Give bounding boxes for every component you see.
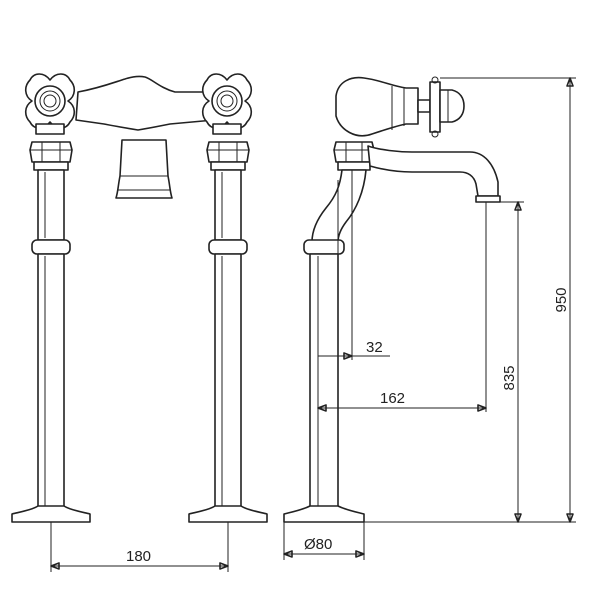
dim-diameter-label: Ø80 [304, 536, 332, 553]
dim-spout-height-label: 835 [501, 365, 518, 390]
dim-reach-label: 162 [380, 390, 405, 407]
right-lower-pipe [214, 253, 242, 509]
right-hex-nut [206, 141, 250, 171]
centre-spout [115, 139, 173, 199]
right-base [188, 505, 268, 523]
side-s-bend [311, 169, 367, 243]
dim-offset-label: 32 [366, 339, 383, 356]
right-upper-pipe [214, 169, 242, 241]
side-base [283, 505, 365, 523]
side-view: 32 162 Ø80 835 950 [283, 76, 576, 560]
side-spout [367, 145, 499, 197]
left-crosshead [24, 73, 76, 135]
side-lower-pipe [309, 253, 339, 509]
bridge-body [75, 75, 215, 131]
right-crosshead [201, 73, 253, 135]
dim-centres-label: 180 [126, 548, 151, 565]
left-lower-pipe [37, 253, 65, 509]
left-base [11, 505, 91, 523]
side-handle-body [335, 76, 419, 137]
front-view: 180 [11, 73, 268, 572]
dim-total-height-label: 950 [553, 287, 570, 312]
left-upper-pipe [37, 169, 65, 241]
left-hex-nut [29, 141, 73, 171]
